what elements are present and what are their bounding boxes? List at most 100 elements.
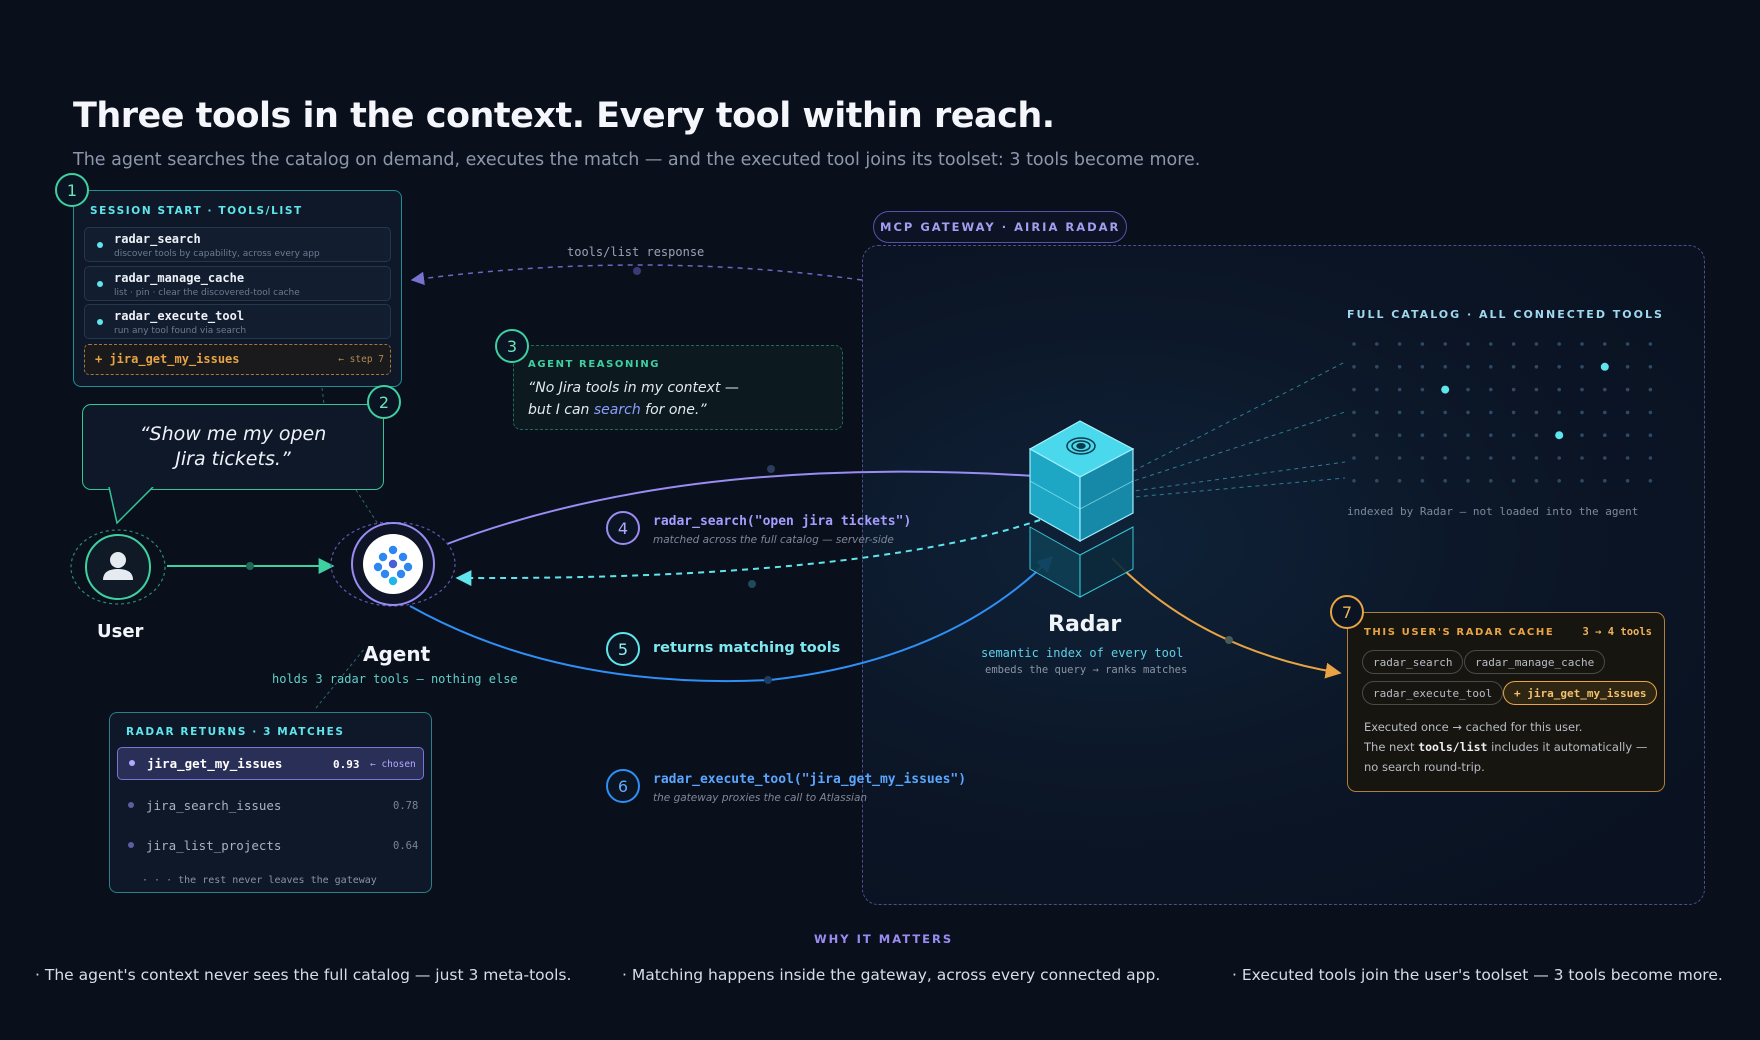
catalog-dot xyxy=(1420,433,1425,437)
radar-cache-panel: THIS USER'S RADAR CACHE 3 → 4 tools rada… xyxy=(1347,612,1665,792)
catalog-dot xyxy=(1466,365,1470,369)
catalog-dot xyxy=(1648,410,1653,415)
added-tool-note: ← step 7 xyxy=(338,354,384,365)
agent-reasoning-panel: AGENT REASONING “No Jira tools in my con… xyxy=(513,345,843,430)
match-bullet xyxy=(128,842,134,848)
why-heading: WHY IT MATTERS xyxy=(814,932,954,946)
radar-target-icon xyxy=(1066,437,1096,455)
page-subtitle: The agent searches the catalog on demand… xyxy=(73,150,1201,170)
catalog-dot xyxy=(1397,456,1402,460)
catalog-dot xyxy=(1375,342,1379,346)
catalog-dot xyxy=(1511,410,1516,415)
reasoning-line-2: but I can search for one.” xyxy=(528,402,707,418)
cache-chip[interactable]: radar_execute_tool xyxy=(1362,681,1504,705)
cache-line-2: The next tools/list includes it automati… xyxy=(1364,740,1647,754)
catalog-dot xyxy=(1625,342,1630,346)
catalog-dot-grid xyxy=(1352,342,1653,483)
bubble-tail xyxy=(108,487,154,525)
match-row[interactable]: jira_search_issues 0.78 xyxy=(117,791,424,821)
tool-desc: list · pin · clear the discovered-tool c… xyxy=(114,288,300,298)
reasoning-text: for one.” xyxy=(640,402,707,418)
catalog-dot xyxy=(1648,456,1653,460)
catalog-dot xyxy=(1443,342,1447,346)
tool-name: radar_execute_tool xyxy=(114,309,245,323)
returns-matching-label: returns matching tools xyxy=(653,640,841,656)
step-badge-4: 4 xyxy=(606,511,640,545)
agent-node[interactable] xyxy=(330,522,460,612)
session-tool-row[interactable]: radar_search discover tools by capabilit… xyxy=(84,227,391,262)
catalog-dot xyxy=(1511,365,1516,369)
step-badge-3: 3 xyxy=(495,329,529,363)
cache-code: tools/list xyxy=(1418,740,1488,754)
step-badge-7: 7 xyxy=(1330,595,1364,629)
radar-search-arrow xyxy=(446,468,1052,545)
catalog-dot xyxy=(1557,410,1561,415)
catalog-dot xyxy=(1603,387,1607,392)
catalog-dot xyxy=(1420,456,1425,460)
catalog-dot xyxy=(1603,456,1607,460)
catalog-dot xyxy=(1557,342,1561,346)
agent-note: holds 3 radar tools — nothing else xyxy=(272,672,518,686)
cache-chip[interactable]: radar_manage_cache xyxy=(1464,650,1606,674)
step-badge-2: 2 xyxy=(367,385,401,419)
catalog-dot xyxy=(1352,456,1356,460)
catalog-dot xyxy=(1489,387,1493,392)
catalog-dot xyxy=(1625,456,1630,460)
cache-text: includes it automatically — xyxy=(1487,740,1648,754)
catalog-dot xyxy=(1557,479,1561,483)
user-node[interactable] xyxy=(68,528,168,606)
catalog-dot xyxy=(1557,387,1561,392)
match-row[interactable]: jira_list_projects 0.64 xyxy=(117,831,424,861)
match-score: 0.78 xyxy=(393,800,419,812)
catalog-dot xyxy=(1397,342,1402,346)
cache-chip[interactable]: radar_search xyxy=(1362,650,1464,674)
radar-returns-panel: RADAR RETURNS · 3 MATCHES jira_get_my_is… xyxy=(109,712,432,893)
catalog-dot xyxy=(1375,365,1379,369)
catalog-index-lines xyxy=(1111,361,1346,500)
radar-execute-note: the gateway proxies the call to Atlassia… xyxy=(653,792,868,804)
connector-dot xyxy=(633,267,641,275)
returns-matching-tools-arrow xyxy=(455,519,1041,587)
added-tool-row[interactable]: + jira_get_my_issues ← step 7 xyxy=(84,344,391,375)
mcp-gateway-region xyxy=(862,245,1705,905)
cache-line-3: no search round-trip. xyxy=(1364,760,1485,774)
match-name: jira_get_my_issues xyxy=(147,756,283,771)
agent-label: Agent xyxy=(363,642,431,666)
catalog-dot xyxy=(1603,479,1607,483)
catalog-dot xyxy=(1625,365,1630,369)
tool-bullet xyxy=(97,242,103,248)
catalog-dot xyxy=(1352,342,1356,346)
catalog-dot xyxy=(1397,387,1402,392)
catalog-dot xyxy=(1511,456,1516,460)
match-score: 0.64 xyxy=(393,840,419,852)
catalog-dot xyxy=(1625,479,1630,483)
catalog-dot xyxy=(1534,342,1539,346)
catalog-dot xyxy=(1420,342,1425,346)
session-tool-row[interactable]: radar_execute_tool run any tool found vi… xyxy=(84,304,391,339)
catalog-dot xyxy=(1443,433,1447,437)
step-badge-1: 1 xyxy=(55,173,89,207)
radar-cube-icon[interactable] xyxy=(1020,415,1140,600)
cache-heading: THIS USER'S RADAR CACHE xyxy=(1364,627,1555,638)
match-chosen-tag: ← chosen xyxy=(370,759,416,770)
catalog-dot-highlight xyxy=(1555,431,1564,440)
catalog-dot xyxy=(1534,387,1539,392)
catalog-dot xyxy=(1534,365,1539,369)
catalog-dot xyxy=(1580,479,1584,483)
bubble-line-1: “Show me my open xyxy=(139,423,327,445)
catalog-dot xyxy=(1352,387,1356,392)
catalog-dot xyxy=(1489,410,1493,415)
match-name: jira_list_projects xyxy=(146,838,282,853)
catalog-dot xyxy=(1648,365,1653,369)
match-bullet xyxy=(128,802,134,808)
catalog-dot-highlight xyxy=(1441,385,1450,394)
cache-chip-new[interactable]: + jira_get_my_issues xyxy=(1503,681,1658,705)
catalog-dot xyxy=(1557,456,1561,460)
catalog-dot xyxy=(1352,365,1356,369)
match-score: 0.93 xyxy=(333,758,360,771)
match-row-chosen[interactable]: jira_get_my_issues 0.93 ← chosen xyxy=(117,747,424,780)
tool-desc: run any tool found via search xyxy=(114,326,247,336)
session-tool-row[interactable]: radar_manage_cache list · pin · clear th… xyxy=(84,266,391,301)
why-point: · Executed tools join the user's toolset… xyxy=(1232,966,1723,984)
connector-dot xyxy=(764,676,772,684)
